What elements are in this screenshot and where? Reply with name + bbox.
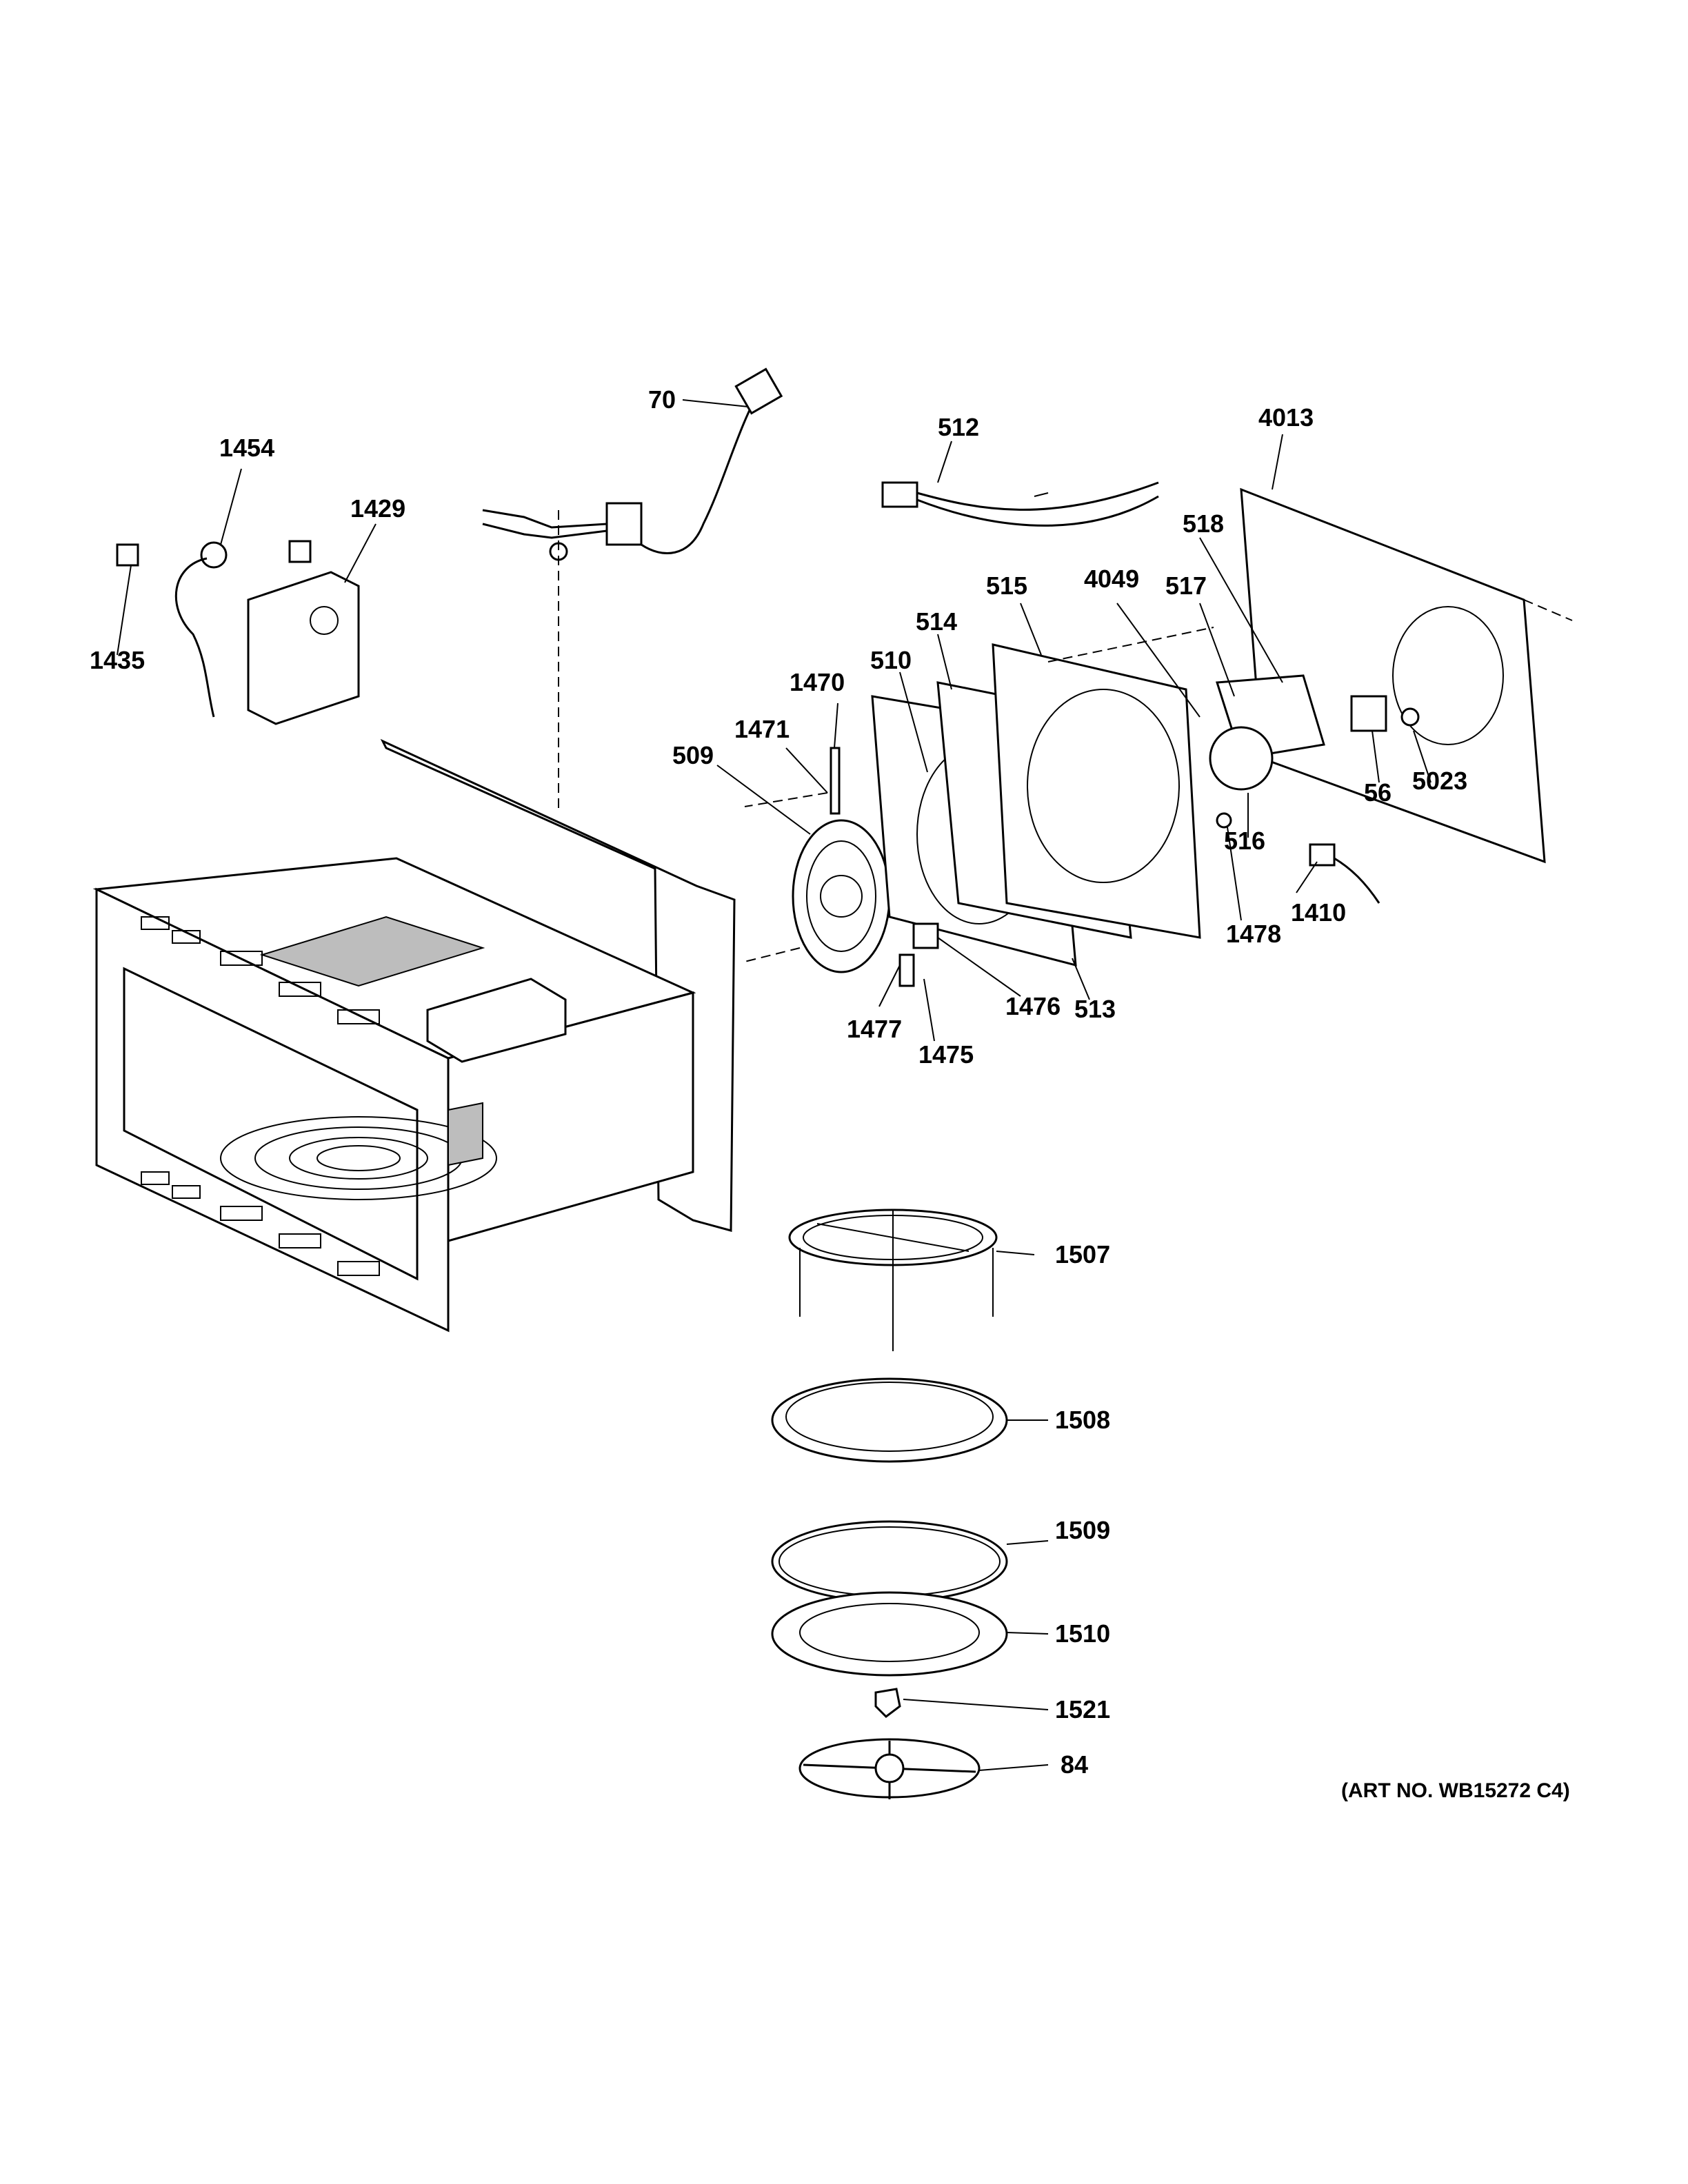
roller-guide-84 (798, 1738, 981, 1799)
callout-517: 517 (1165, 572, 1207, 600)
callout-4049: 4049 (1084, 565, 1139, 593)
callout-1475: 1475 (918, 1040, 974, 1069)
callout-5023: 5023 (1412, 767, 1467, 795)
leader-lines (117, 399, 1431, 1771)
wire-harness (881, 481, 1159, 527)
callout-1471: 1471 (734, 715, 790, 743)
callout-1507: 1507 (1055, 1240, 1110, 1268)
callout-56: 56 (1364, 778, 1391, 807)
callouts: 70 512 4013 1454 1429 1435 518 515 4049 … (90, 385, 1570, 1802)
callout-1521: 1521 (1055, 1695, 1110, 1723)
convection-assembly (792, 487, 1546, 987)
callout-514: 514 (916, 607, 957, 636)
glass-tray-1508 (771, 1377, 1008, 1463)
callout-4013: 4013 (1258, 403, 1314, 432)
callout-516: 516 (1224, 827, 1265, 855)
oven-cavity (92, 738, 736, 1333)
callout-1454: 1454 (219, 434, 274, 462)
callout-1429: 1429 (350, 494, 405, 523)
alignment-lines (558, 510, 1573, 962)
coupler-1521 (874, 1688, 901, 1718)
power-cord (482, 367, 783, 561)
callout-1508: 1508 (1055, 1406, 1110, 1434)
callout-1435: 1435 (90, 646, 145, 674)
callout-1478: 1478 (1226, 920, 1281, 948)
rack-1507 (788, 1209, 998, 1351)
callout-509: 509 (672, 741, 714, 769)
callout-70: 70 (648, 385, 676, 414)
ring-1509 (771, 1520, 1008, 1603)
callout-512: 512 (938, 413, 979, 441)
callout-518: 518 (1183, 509, 1224, 538)
callout-1476: 1476 (1005, 992, 1061, 1020)
callout-1410: 1410 (1291, 898, 1346, 927)
tray-1510 (771, 1591, 1008, 1677)
callout-515: 515 (986, 572, 1027, 600)
callout-1510: 1510 (1055, 1619, 1110, 1648)
callout-510: 510 (870, 646, 912, 674)
callout-1470: 1470 (790, 668, 845, 696)
callout-1477: 1477 (847, 1015, 902, 1043)
callout-84: 84 (1061, 1750, 1088, 1779)
callout-513: 513 (1074, 995, 1116, 1023)
bracket-assembly (116, 540, 360, 725)
callout-1509: 1509 (1055, 1516, 1110, 1544)
art-number: (ART NO. WB15272 C4) (1341, 1779, 1570, 1802)
